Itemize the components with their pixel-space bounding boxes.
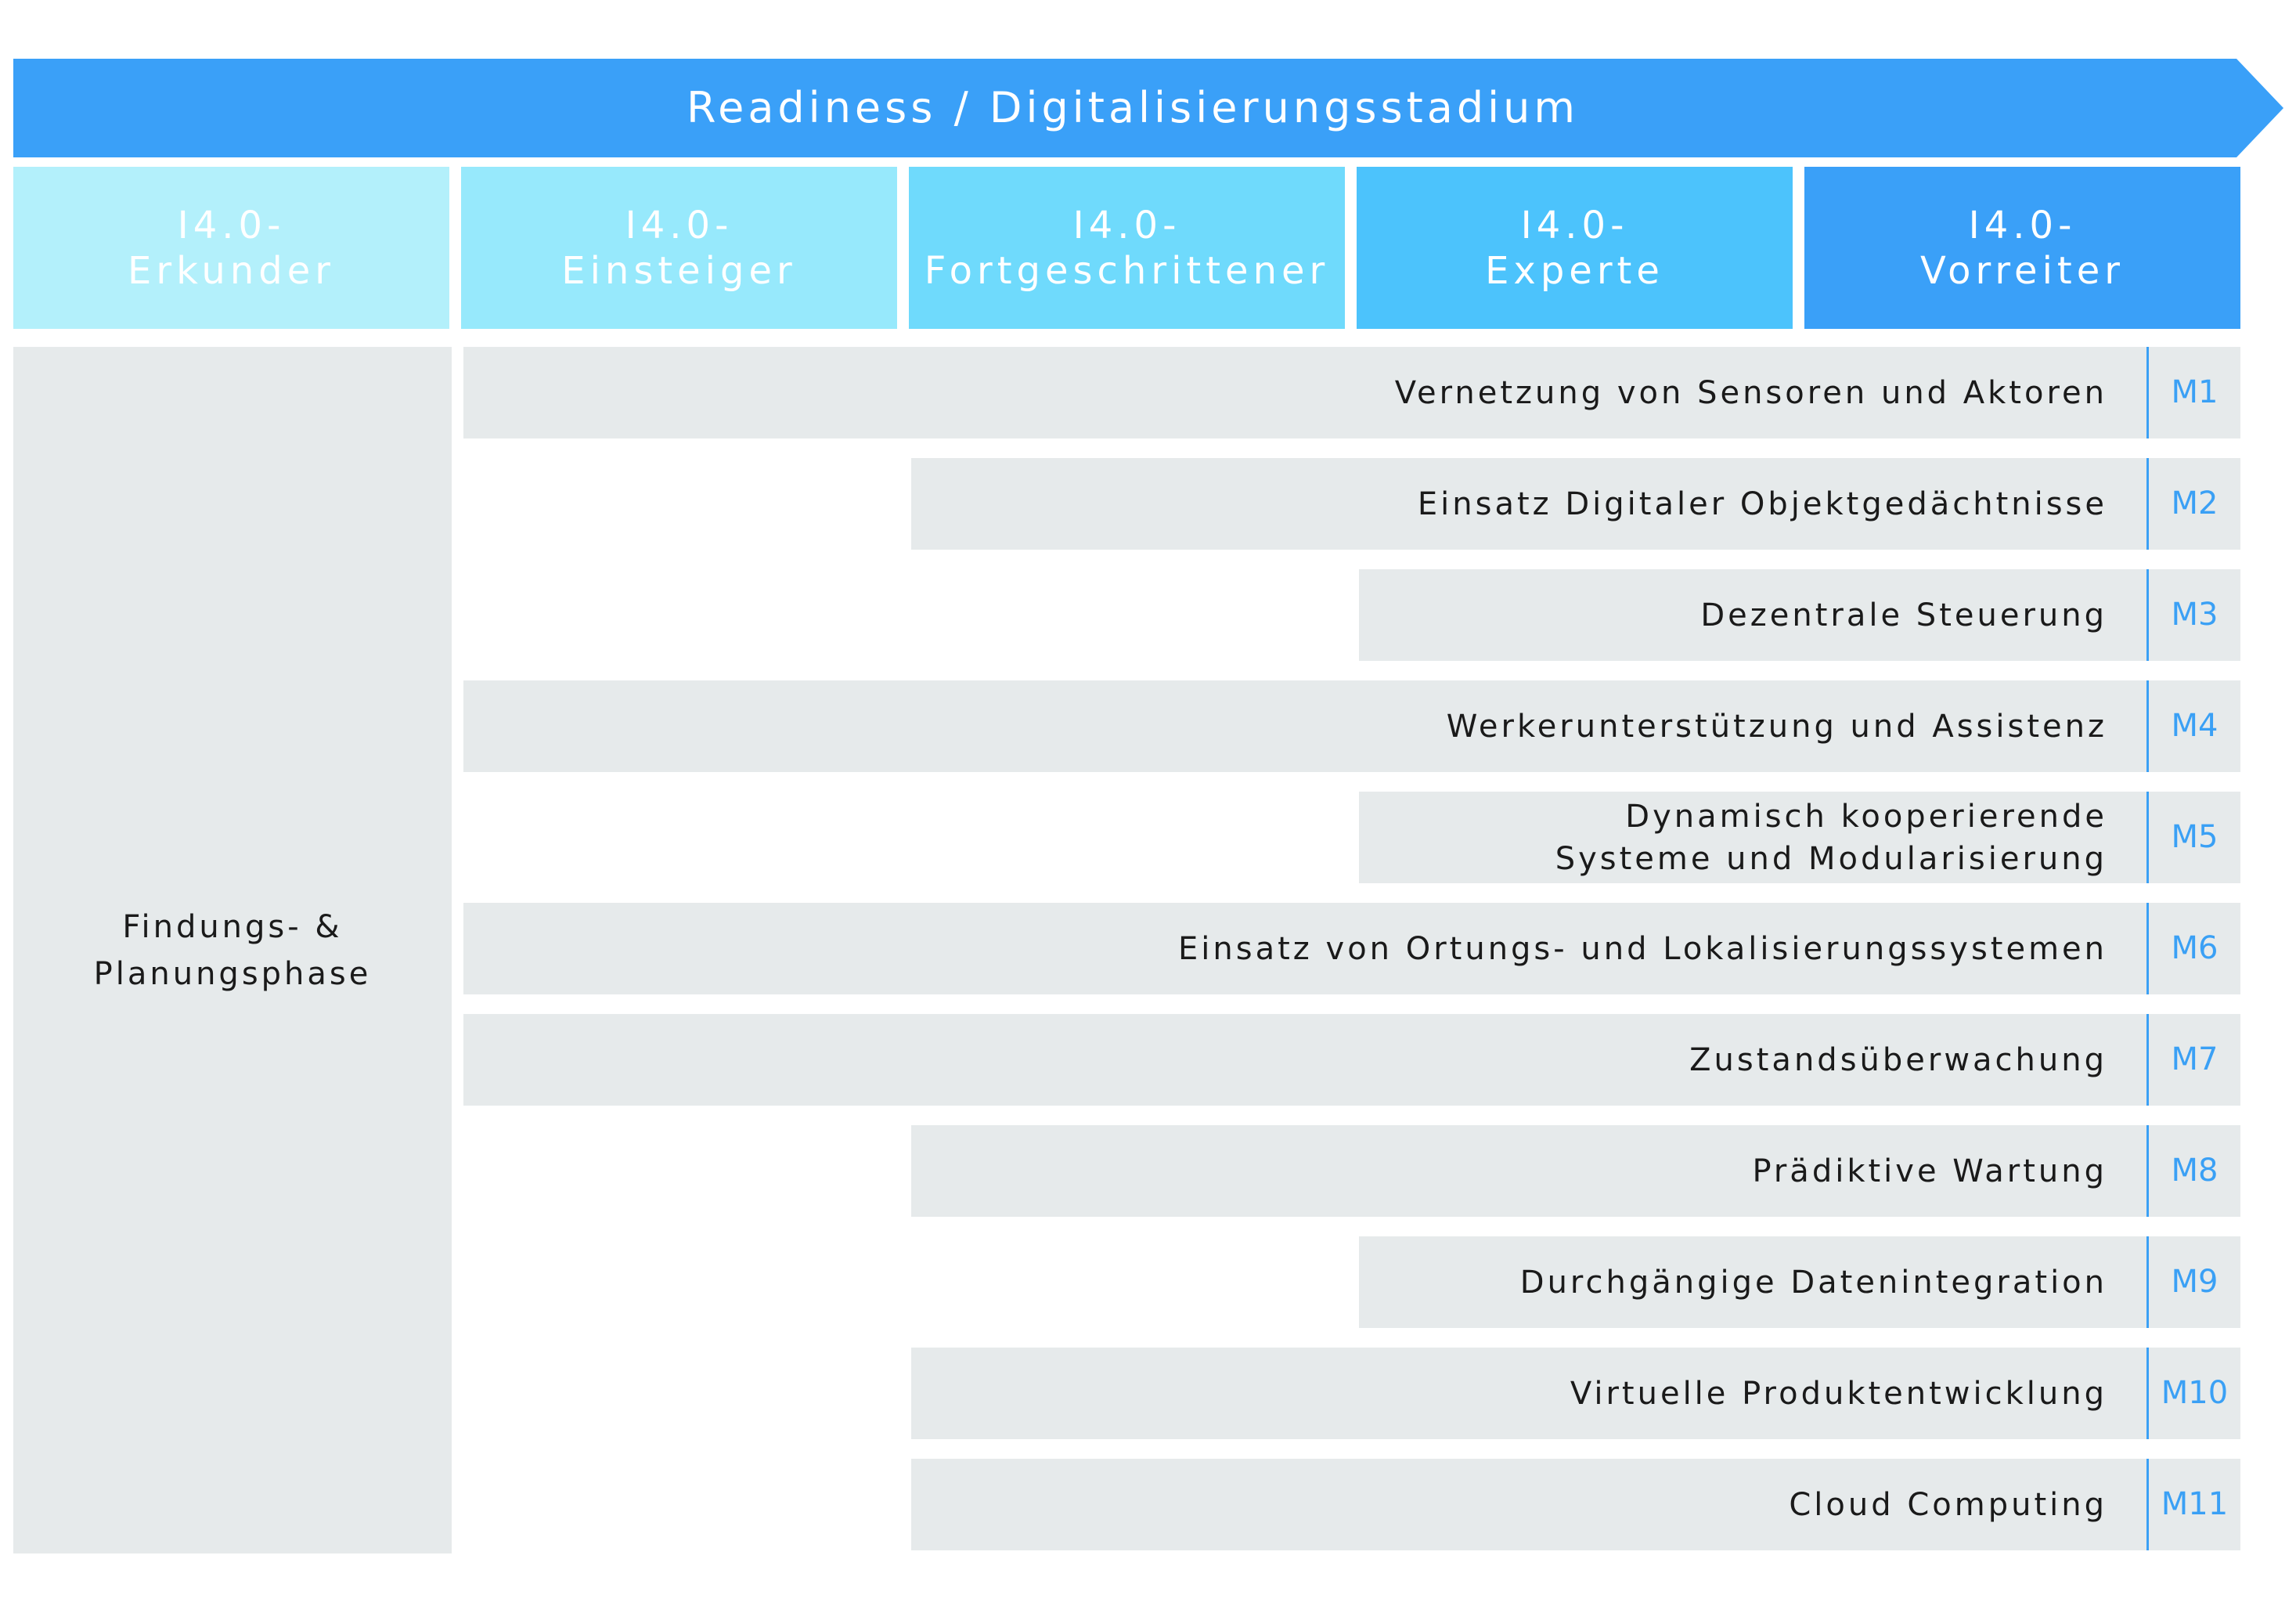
measure-label: Prädiktive Wartung [1752,1153,2107,1189]
measure-label: Dezentrale Steuerung [1700,597,2107,633]
stage-header-4: I4.0- Experte [1357,167,1793,329]
measure-row-m6: Einsatz von Ortungs- und Lokalisierungss… [463,903,2240,994]
readiness-arrow-banner: Readiness / Digitalisierungsstadium [13,59,2283,157]
measure-id: M11 [2161,1486,2229,1522]
stage-header-1: I4.0- Erkunder [13,167,449,329]
phase-label: Findungs- & Planungsphase [13,347,452,1553]
measure-row-m8: Prädiktive Wartung M8 [911,1125,2240,1217]
measure-divider [2146,792,2149,883]
measure-row-m4: Werkerunterstützung und Assistenz M4 [463,680,2240,772]
measure-id: M5 [2171,819,2219,855]
measure-label: Werkerunterstützung und Assistenz [1446,708,2107,745]
measure-label: Durchgängige Datenintegration [1519,1264,2107,1301]
measure-row-m5: Dynamisch kooperierende Systeme und Modu… [1359,792,2240,883]
measure-label: Virtuelle Produktentwicklung [1570,1375,2107,1412]
measure-row-m3: Dezentrale Steuerung M3 [1359,569,2240,661]
measure-id: M8 [2171,1153,2219,1189]
measure-row-m10: Virtuelle Produktentwicklung M10 [911,1348,2240,1439]
measure-id: M9 [2171,1264,2219,1300]
stage-header-3: I4.0- Fortgeschrittener [909,167,1345,329]
measure-divider [2146,903,2149,994]
measure-id: M6 [2171,930,2219,966]
measure-label: Vernetzung von Sensoren und Aktoren [1394,374,2107,411]
banner-title: Readiness / Digitalisierungsstadium [687,83,1579,132]
measure-id: M1 [2171,374,2219,410]
measure-row-m2: Einsatz Digitaler Objektgedächtnisse M2 [911,458,2240,550]
measure-row-m1: Vernetzung von Sensoren und Aktoren M1 [463,347,2240,438]
measure-label: Cloud Computing [1789,1486,2107,1523]
measure-row-m9: Durchgängige Datenintegration M9 [1359,1236,2240,1328]
measure-divider [2146,1236,2149,1328]
arrow-shape [13,59,2283,157]
measure-id: M3 [2171,597,2219,633]
measure-divider [2146,1014,2149,1106]
measure-divider [2146,569,2149,661]
measure-divider [2146,1459,2149,1550]
measure-id: M7 [2171,1041,2219,1077]
measure-row-m7: Zustandsüberwachung M7 [463,1014,2240,1106]
stage-header-2: I4.0- Einsteiger [461,167,897,329]
measure-id: M2 [2171,485,2219,521]
measure-divider [2146,347,2149,438]
measure-label: Dynamisch kooperierende Systeme und Modu… [1555,798,2107,877]
measure-row-m11: Cloud Computing M11 [911,1459,2240,1550]
measure-divider [2146,1348,2149,1439]
measure-divider [2146,680,2149,772]
measure-label: Zustandsüberwachung [1689,1041,2107,1078]
measure-divider [2146,458,2149,550]
stage-header-5: I4.0- Vorreiter [1804,167,2240,329]
measure-id: M4 [2171,708,2219,744]
measure-label: Einsatz Digitaler Objektgedächtnisse [1417,485,2107,522]
measure-label: Einsatz von Ortungs- und Lokalisierungss… [1178,930,2107,967]
measure-divider [2146,1125,2149,1217]
measure-id: M10 [2161,1375,2229,1411]
